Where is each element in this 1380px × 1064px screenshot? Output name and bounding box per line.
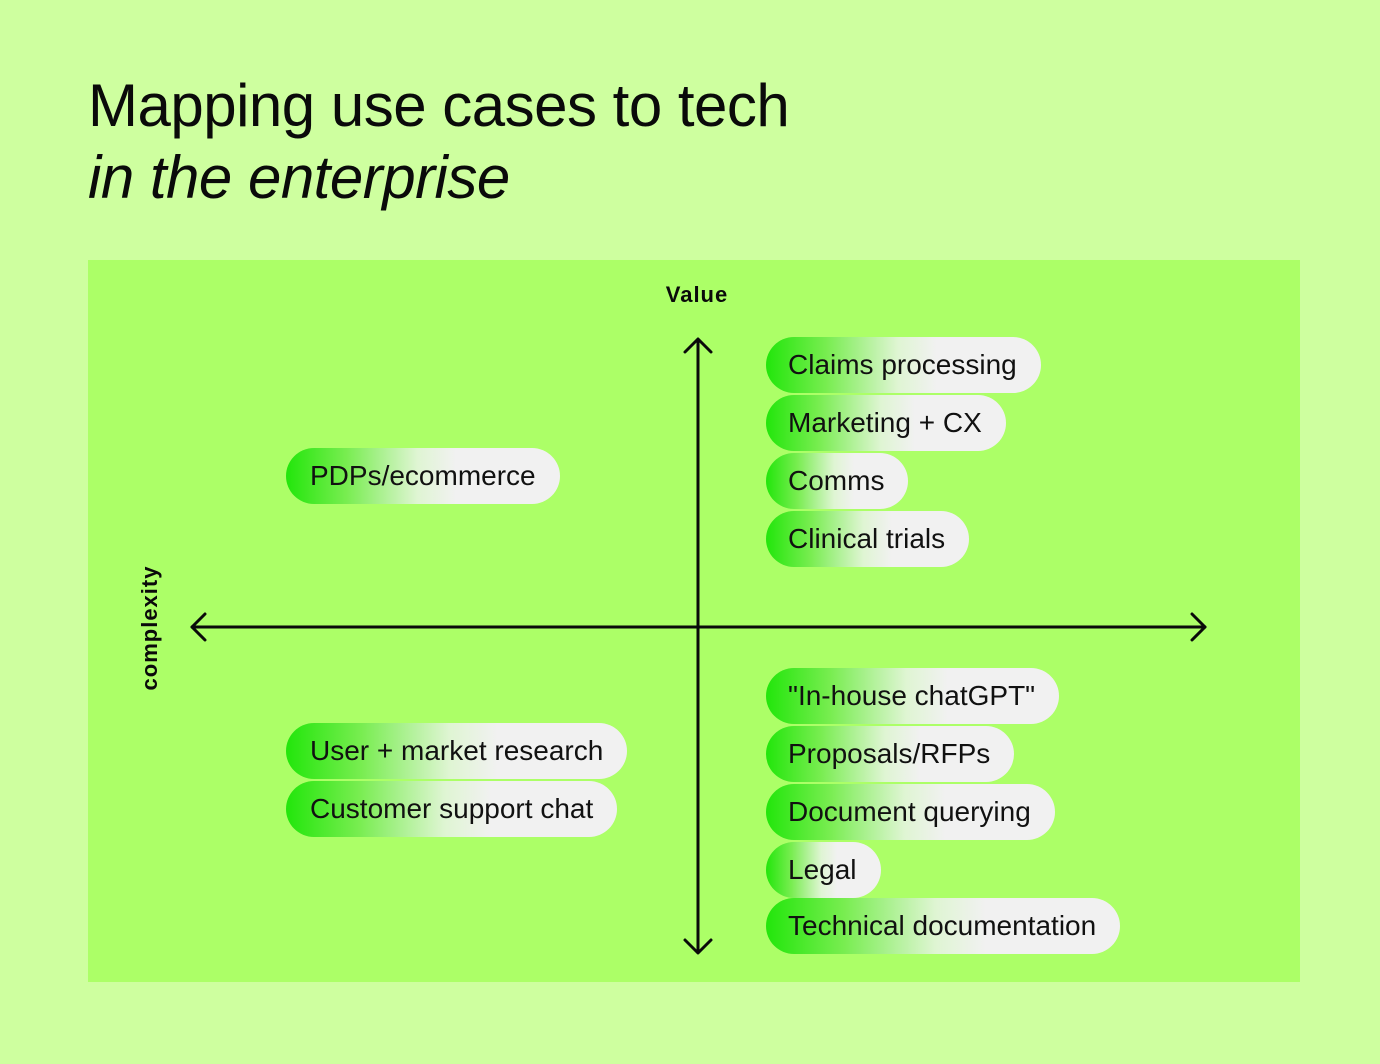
use-case-pill: Comms: [766, 453, 909, 509]
use-case-pill: Legal: [766, 842, 881, 898]
x-axis-arrow-right: [1190, 612, 1207, 642]
title-line-2: in the enterprise: [88, 144, 510, 211]
use-case-pill: "In-house chatGPT": [766, 668, 1060, 724]
y-axis-arrow-top: [683, 337, 713, 354]
use-case-pill: Claims processing: [766, 337, 1041, 393]
use-case-pill: Clinical trials: [766, 511, 970, 567]
x-axis-arrow-left: [190, 612, 207, 642]
complexity-axis-label: complexity: [137, 565, 162, 691]
use-case-pill: PDPs/ecommerce: [286, 448, 560, 504]
use-case-pill: Customer support chat: [286, 781, 618, 837]
quadrant-panel: Value complexity PDPs/ecommerce Claims p…: [88, 260, 1300, 982]
use-case-pill: Document querying: [766, 784, 1055, 840]
y-axis-arrow-bottom: [683, 938, 713, 955]
use-case-pill: Marketing + CX: [766, 395, 1006, 451]
title-line-1: Mapping use cases to tech: [88, 72, 790, 139]
use-case-pill: Technical documentation: [766, 898, 1121, 954]
axes: [190, 337, 1207, 955]
use-case-pill: Proposals/RFPs: [766, 726, 1015, 782]
use-case-pill: User + market research: [286, 723, 628, 779]
value-axis-label: Value: [665, 282, 729, 307]
